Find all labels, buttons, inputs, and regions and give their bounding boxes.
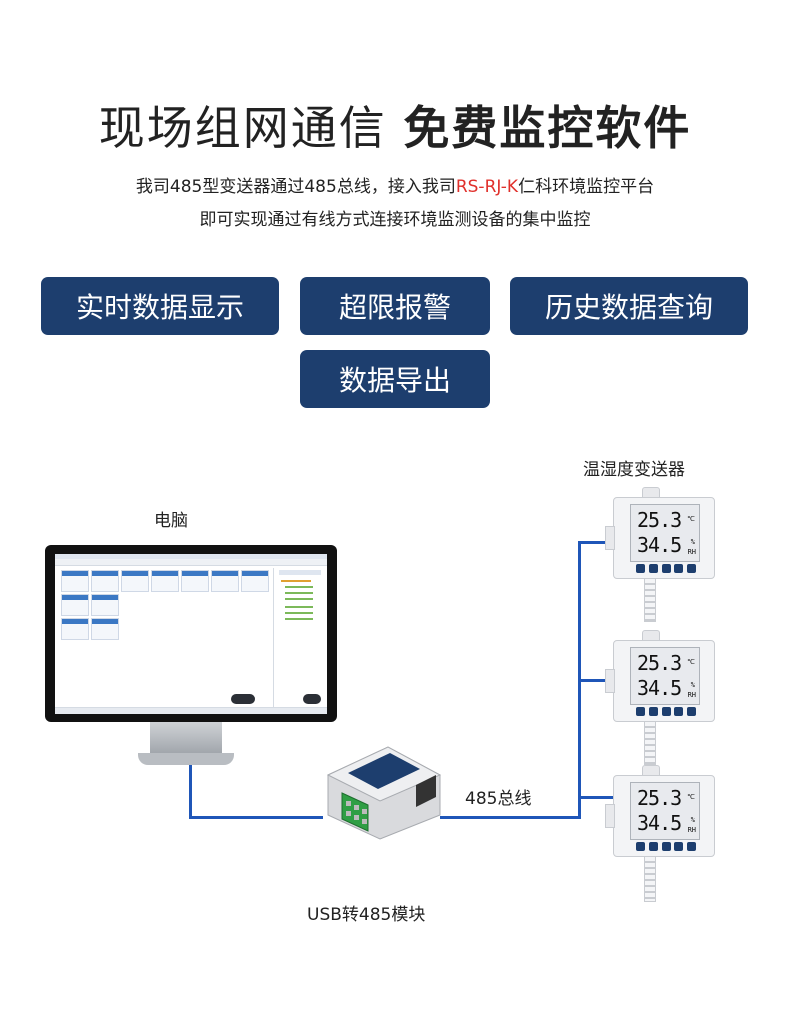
monitor-screen (55, 554, 327, 714)
feature-over-limit-alarm: 超限报警 (300, 277, 490, 335)
sensor-group-label: 温湿度变送器 (583, 460, 685, 480)
title-bold: 免费监控软件 (403, 101, 692, 155)
humidity-unit-rh: RH (687, 691, 696, 699)
temperature-value: 25.3 (637, 786, 682, 810)
monitor-base (138, 753, 234, 765)
feature-history-query: 历史数据查询 (510, 277, 748, 335)
title-normal: 现场组网通信 (98, 101, 387, 155)
temperature-unit: ℃ (687, 515, 695, 523)
module-label: USB转485模块 (307, 905, 426, 925)
wire-sensor-2 (578, 679, 616, 682)
wire-module-out (440, 816, 580, 819)
humidity-unit: % (690, 816, 695, 824)
sensor-display: 25.3 ℃ 34.5 % RH (630, 504, 700, 562)
description-text: 我司485型变送器通过485总线，接入我司 (135, 177, 456, 197)
sensor-display: 25.3 ℃ 34.5 % RH (630, 647, 700, 705)
humidity-unit: % (690, 681, 695, 689)
wire-sensor-3 (578, 796, 616, 799)
description-line-2: 即可实现通过有线方式连接环境监测设备的集中监控 (199, 210, 591, 230)
temperature-value: 25.3 (637, 651, 682, 675)
computer-label: 电脑 (154, 511, 188, 531)
wire-sensor-1 (578, 541, 616, 544)
brand-name: RS-RJ-K (455, 177, 519, 197)
temperature-unit: ℃ (687, 793, 695, 801)
feature-data-export: 数据导出 (300, 350, 490, 408)
page-title: 现场组网通信 免费监控软件 (0, 92, 790, 158)
humidity-unit-rh: RH (687, 548, 696, 556)
usb-485-module (318, 745, 446, 840)
humidity-value: 34.5 (637, 533, 682, 557)
monitor-neck (150, 722, 222, 756)
humidity-unit-rh: RH (687, 826, 696, 834)
wire-monitor-down (189, 765, 192, 819)
humidity-value: 34.5 (637, 676, 682, 700)
description-text: 仁科环境监控平台 (518, 177, 655, 197)
sensor-display: 25.3 ℃ 34.5 % RH (630, 782, 700, 840)
computer-monitor (45, 545, 337, 722)
humidity-value: 34.5 (637, 811, 682, 835)
feature-realtime-display: 实时数据显示 (41, 277, 279, 335)
temperature-value: 25.3 (637, 508, 682, 532)
wire-to-module (189, 816, 323, 819)
description-line-1: 我司485型变送器通过485总线，接入我司RS-RJ-K仁科环境监控平台 (0, 172, 790, 197)
bus-label: 485总线 (465, 789, 532, 809)
humidity-unit: % (690, 538, 695, 546)
temperature-unit: ℃ (687, 658, 695, 666)
